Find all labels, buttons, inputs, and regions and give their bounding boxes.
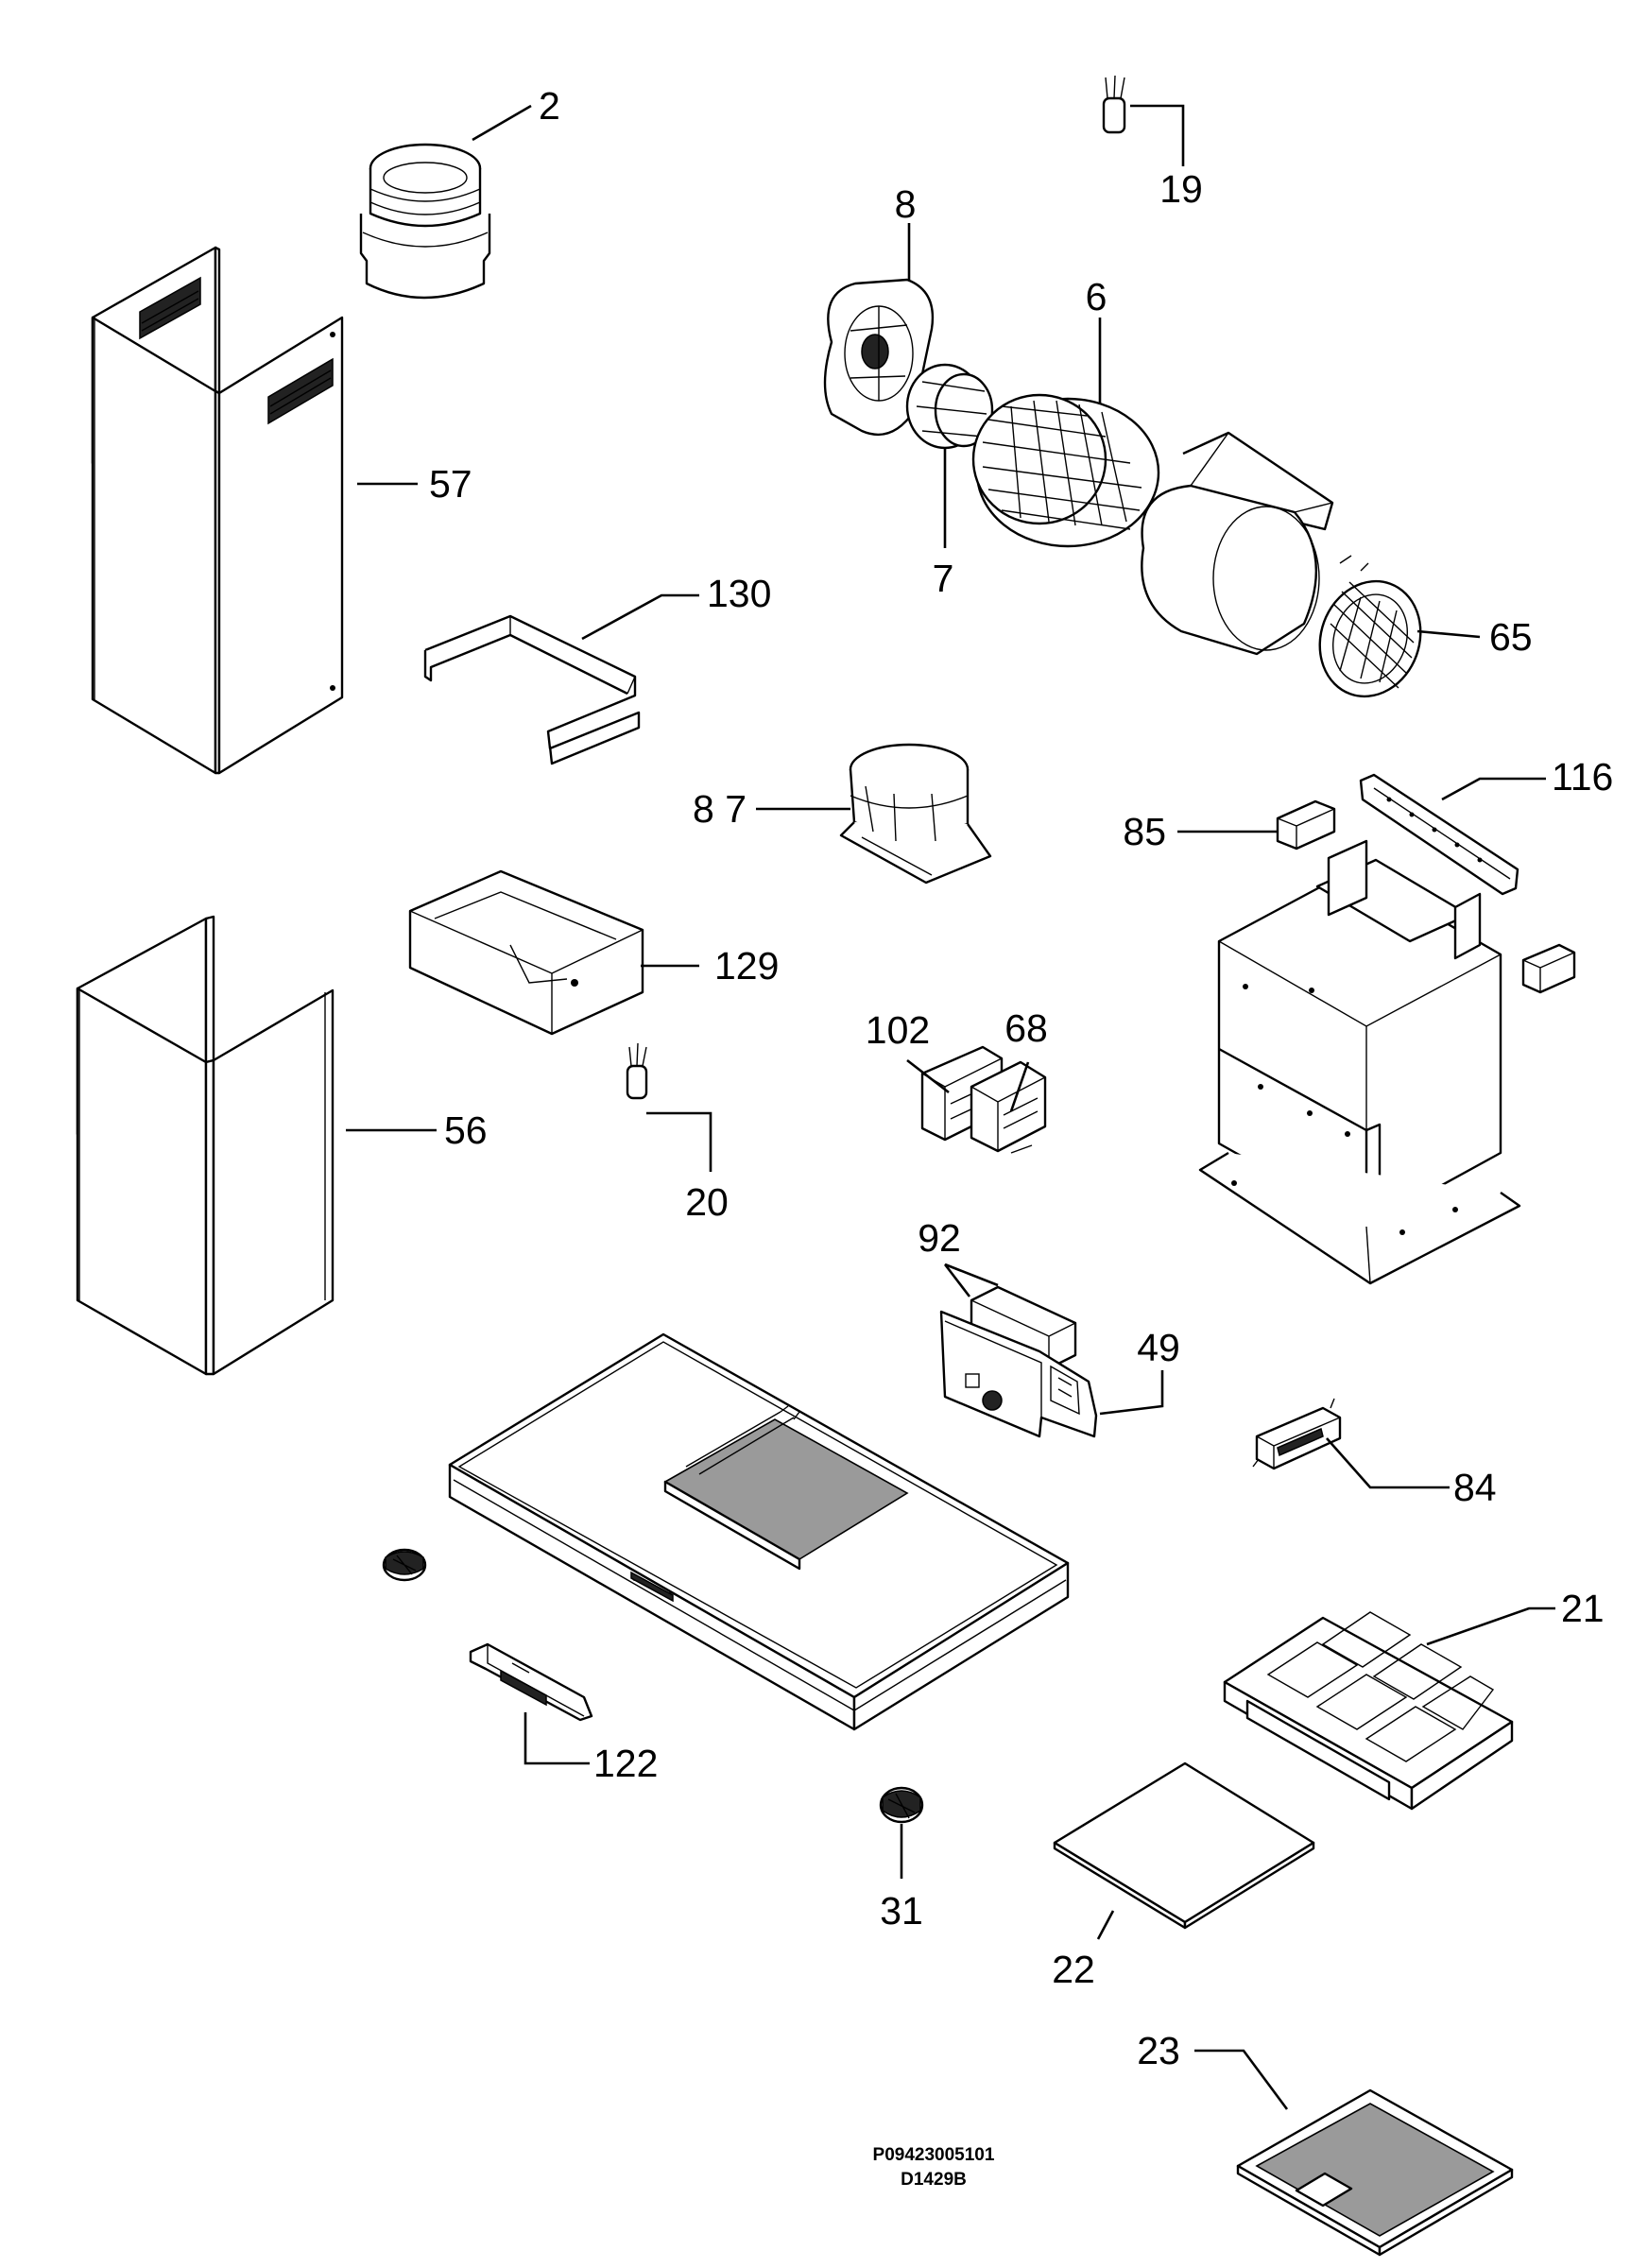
part-84-switch-block [1252, 1398, 1342, 1470]
callout-87: 8 7 [693, 787, 747, 831]
callout-22: 22 [1052, 1948, 1095, 1991]
part-49-pcb [939, 1310, 1098, 1438]
hood-canopy [448, 1332, 1070, 1731]
callout-57: 57 [429, 462, 472, 506]
part-65-grille [1318, 555, 1422, 698]
drawing-code-line-2: D1429B [901, 2170, 967, 2190]
callout-68: 68 [1004, 1006, 1048, 1050]
part-116-rail [1359, 773, 1519, 896]
callout-130: 130 [707, 572, 771, 615]
callout-2: 2 [539, 84, 560, 128]
callout-85: 85 [1123, 810, 1166, 853]
part-2-duct-adapter [359, 143, 491, 300]
callout-102: 102 [866, 1008, 930, 1052]
callout-31: 31 [880, 1889, 923, 1933]
callout-129: 129 [714, 944, 779, 988]
callout-92: 92 [918, 1216, 961, 1260]
part-56-lower-chimney [76, 915, 335, 1376]
part-122-lamp-holder [469, 1642, 593, 1722]
part-68-transformer [970, 1060, 1047, 1154]
callout-116: 116 [1552, 755, 1613, 799]
callout-84: 84 [1453, 1466, 1497, 1509]
callout-122: 122 [593, 1742, 658, 1785]
part-8-motor-plate [823, 278, 935, 436]
part-85-bracket [1276, 799, 1576, 994]
callout-6: 6 [1086, 275, 1107, 318]
motor-casing [1198, 839, 1521, 1285]
part-21-filter-frame [1223, 1611, 1514, 1811]
drawing-code-line-1: P09423005101 [873, 2145, 995, 2165]
part-19-capacitor [1102, 75, 1126, 134]
callout-labels: 2 19 8 6 57 7 130 65 8 7 116 85 129 102 … [429, 84, 1613, 2190]
part-57-upper-chimney [91, 246, 344, 775]
part-23-carbon-filter [1236, 2088, 1514, 2257]
callout-20: 20 [685, 1180, 729, 1224]
part-22-filter-panel [1053, 1761, 1315, 1930]
callout-23: 23 [1137, 2029, 1180, 2072]
callout-8: 8 [895, 182, 917, 226]
part-87-outlet-collar [839, 743, 992, 885]
fan-housing [1141, 431, 1334, 656]
part-129-electrical-tray [408, 869, 644, 1036]
callout-21: 21 [1561, 1587, 1605, 1630]
part-31-knob [879, 1786, 924, 1824]
part-20-capacitor [626, 1042, 648, 1100]
callout-19: 19 [1159, 167, 1203, 211]
callout-7: 7 [933, 557, 954, 600]
callout-56: 56 [444, 1108, 488, 1152]
callout-49: 49 [1137, 1326, 1180, 1369]
part-7-motor [905, 363, 994, 450]
leader-lines [346, 104, 1555, 2110]
part-130-bracket [423, 614, 641, 765]
part-6-impeller [971, 393, 1160, 548]
part-knob-left [382, 1548, 427, 1582]
callout-65: 65 [1489, 615, 1533, 659]
